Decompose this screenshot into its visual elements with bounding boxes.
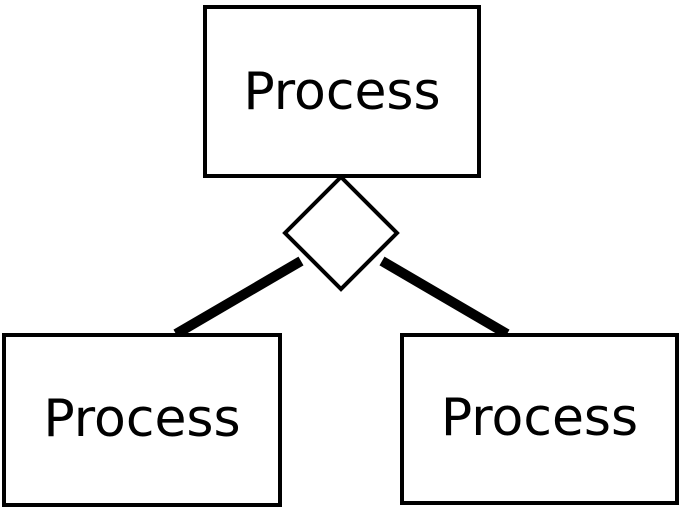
edge-diamond-to-bottom-right: [379, 256, 510, 339]
node-process-top-label: Process: [243, 61, 441, 122]
node-process-top[interactable]: Process: [203, 5, 481, 178]
node-process-bottom-right-shape[interactable]: [400, 333, 679, 505]
node-process-bottom-right[interactable]: Process: [400, 333, 679, 503]
node-process-bottom-left-shape[interactable]: [2, 333, 282, 507]
node-process-bottom-left-label: Process: [43, 389, 241, 449]
node-process-bottom-right-label: Process: [440, 388, 639, 448]
node-process-bottom-left[interactable]: Process: [2, 333, 282, 505]
node-junction-diamond-shape[interactable]: [282, 174, 400, 292]
edge-diamond-to-bottom-left: [173, 256, 304, 339]
node-process-top-shape[interactable]: [203, 5, 481, 178]
